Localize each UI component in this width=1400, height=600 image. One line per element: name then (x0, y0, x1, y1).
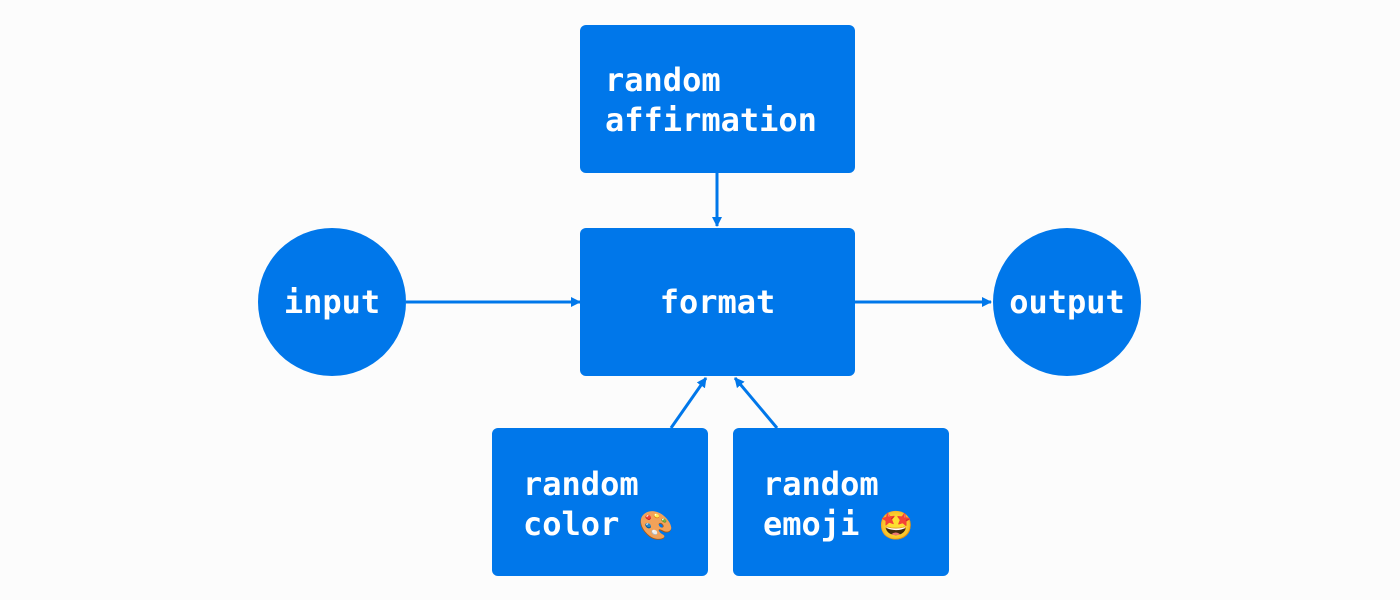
node-format-label: format (659, 283, 776, 321)
edge-emoji-to-format (733, 377, 779, 429)
node-output: output (993, 228, 1141, 376)
node-random-affirmation-line2: affirmation (605, 101, 817, 139)
node-random-affirmation: random affirmation (580, 25, 855, 173)
node-input-label: input (283, 283, 381, 321)
node-random-emoji: random emoji 🤩 (733, 428, 949, 576)
edge-color-to-format (669, 377, 708, 429)
node-output-label: output (1009, 283, 1125, 321)
palette-emoji-icon: 🎨 (638, 509, 674, 542)
node-random-affirmation-line1: random (605, 61, 721, 99)
node-random-color: random color 🎨 (492, 428, 708, 576)
node-input: input (258, 228, 406, 376)
star-struck-emoji-icon: 🤩 (878, 509, 914, 542)
node-random-color-line1: random (523, 465, 639, 503)
node-format: format (580, 228, 855, 376)
node-random-emoji-line1: random (763, 465, 879, 503)
node-random-emoji-line2: emoji (763, 505, 860, 543)
node-random-color-line2: color (523, 505, 620, 543)
